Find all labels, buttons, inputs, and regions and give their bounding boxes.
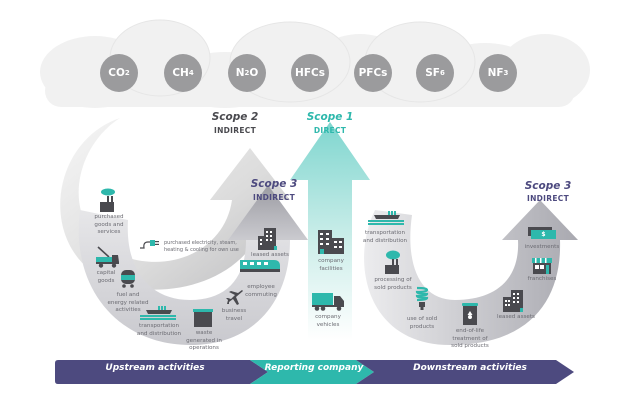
gas-label: SF — [425, 67, 440, 79]
downstream-leased-assets-label: leased assets — [497, 314, 535, 320]
scope2-arrow — [60, 118, 290, 290]
gas-label: PFCs — [358, 67, 388, 79]
gas-label: NF — [487, 67, 504, 79]
reporting-bar — [250, 360, 374, 384]
factory-icon — [100, 188, 115, 212]
light-bulb-icon — [415, 286, 429, 310]
crane-truck-icon — [96, 246, 119, 268]
scope1-subtitle: DIRECT — [313, 126, 347, 135]
gas-subscript: 3 — [503, 69, 509, 77]
storefront-icon — [532, 258, 552, 274]
gas-subscript: 2 — [124, 69, 130, 77]
gas-label: CO — [108, 67, 125, 79]
gas-subscript: 6 — [439, 69, 445, 77]
ship-icon — [140, 306, 176, 320]
dollar-symbol: $ — [531, 230, 556, 239]
gas-label: HFCs — [295, 67, 325, 79]
money-icon: $ — [528, 227, 556, 239]
company-facilities-icon — [318, 230, 344, 254]
company-truck-icon — [312, 293, 344, 311]
upstream-activities-label: Upstream activities — [105, 363, 205, 373]
electricity-label: purchased electricity, steam,heating & c… — [164, 240, 239, 253]
building-icon — [258, 228, 277, 250]
downstream-scope3-arrow — [364, 200, 578, 345]
scope2-title: Scope 2 — [211, 111, 259, 123]
scope1-title: Scope 1 — [306, 111, 354, 123]
gas-pfcs: PFCs — [354, 54, 392, 92]
scope3-downstream-title: Scope 3 — [524, 180, 572, 192]
recycle-bin-icon — [462, 303, 478, 325]
train-icon — [240, 260, 280, 272]
gas-label: CH — [172, 67, 189, 79]
fuel-tank-icon — [121, 270, 135, 288]
downstream-bar — [356, 360, 574, 384]
upstream-bar — [55, 360, 268, 384]
gas-label-tail: O — [249, 67, 259, 79]
gas-subscript: 4 — [188, 69, 194, 77]
gas-hfcs: HFCs — [291, 54, 329, 92]
reporting-company-label: Reporting company — [264, 363, 364, 373]
processing-factory-icon — [385, 250, 400, 274]
investments-label: investments — [524, 244, 560, 250]
gas-subscript: 2 — [244, 69, 250, 77]
waste-bin-icon — [193, 309, 213, 327]
plug-icon — [140, 240, 159, 249]
scope3-upstream-subtitle: INDIRECT — [252, 193, 295, 202]
scope2-subtitle: INDIRECT — [213, 126, 256, 135]
downstream-activities-label: Downstream activities — [413, 363, 527, 373]
downstream-building-icon — [503, 290, 523, 312]
scope3-upstream-title: Scope 3 — [250, 178, 298, 190]
gas-label: N — [235, 67, 245, 79]
franchises-label: franchises — [527, 276, 557, 282]
downstream-ship-icon — [368, 211, 404, 225]
scope3-downstream-subtitle: INDIRECT — [526, 194, 569, 203]
upstream-leased-assets-label: leased assets — [251, 252, 289, 258]
airplane-icon — [226, 290, 243, 305]
